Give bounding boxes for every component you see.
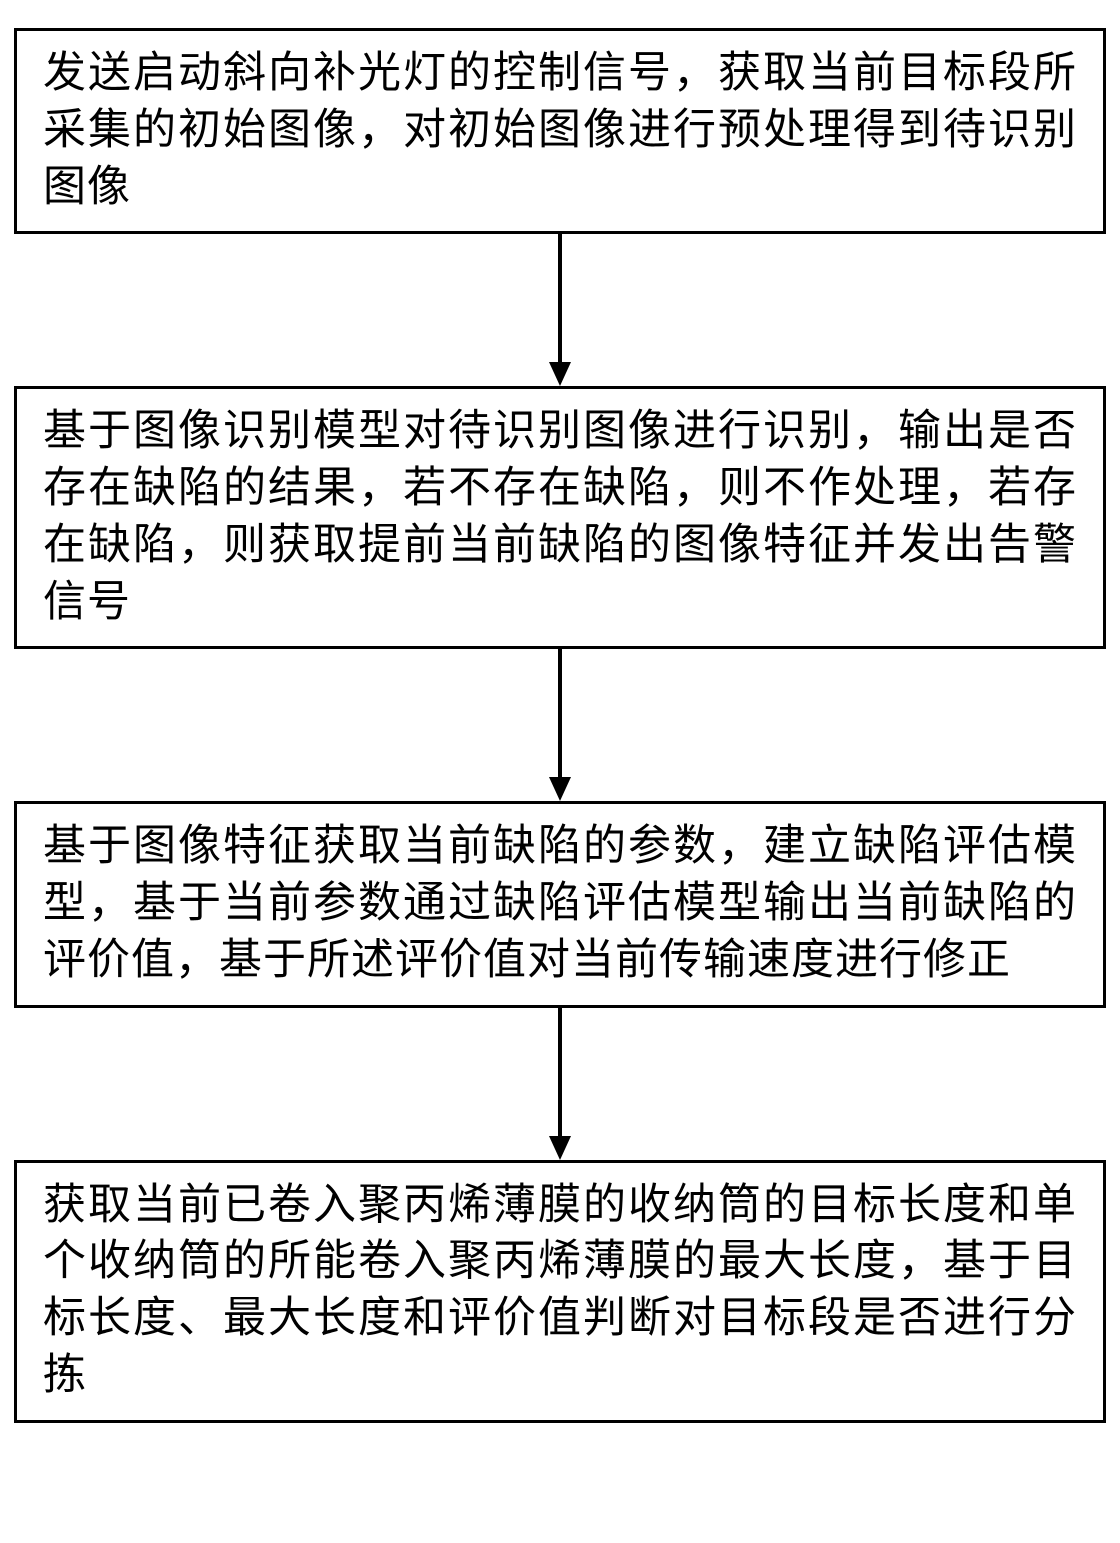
flow-step-4: 获取当前已卷入聚丙烯薄膜的收纳筒的目标长度和单个收纳筒的所能卷入聚丙烯薄膜的最大… bbox=[14, 1159, 1106, 1423]
arrow-head-icon bbox=[549, 362, 571, 387]
flow-arrow-3 bbox=[14, 1007, 1106, 1160]
arrow-line bbox=[558, 1007, 562, 1138]
flow-arrow-2 bbox=[14, 649, 1106, 802]
arrow-head-icon bbox=[549, 1135, 571, 1160]
flow-step-2: 基于图像识别模型对待识别图像进行识别，输出是否存在缺陷的结果，若不存在缺陷，则不… bbox=[14, 386, 1106, 650]
flow-step-3: 基于图像特征获取当前缺陷的参数，建立缺陷评估模型，基于当前参数通过缺陷评估模型输… bbox=[14, 801, 1106, 1008]
arrow-line bbox=[558, 234, 562, 365]
flow-arrow-1 bbox=[14, 234, 1106, 387]
flow-step-1: 发送启动斜向补光灯的控制信号，获取当前目标段所采集的初始图像，对初始图像进行预处… bbox=[14, 28, 1106, 235]
arrow-line bbox=[558, 649, 562, 780]
arrow-head-icon bbox=[549, 777, 571, 802]
